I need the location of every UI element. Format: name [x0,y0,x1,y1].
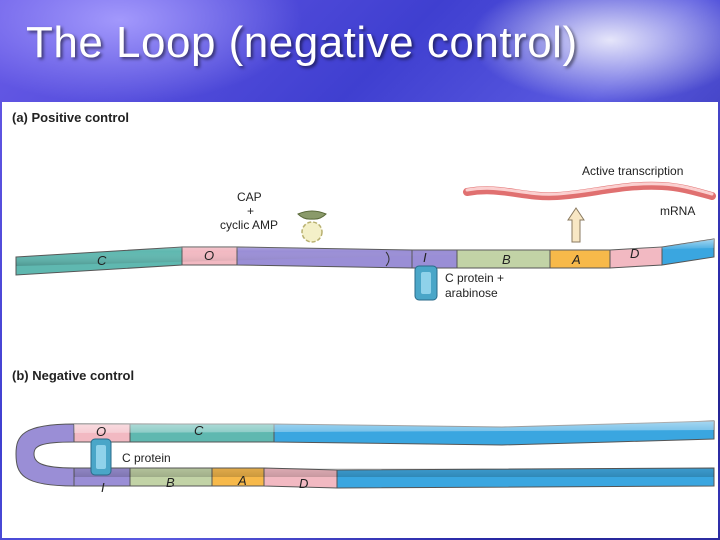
loop-gene-a-label: A [237,473,247,488]
c-protein-arabinose-label-2: arabinose [445,286,498,300]
mrna-strand [463,181,716,201]
mrna-label: mRNA [660,204,695,218]
diagram-panel: (a) Positive control C O I B A D CAP + c… [2,102,718,538]
loop-gene-b-label: B [166,475,175,490]
loop-gene-o-label: O [96,424,106,439]
active-transcription-label: Active transcription [582,164,683,178]
slide-title: The Loop (negative control) [26,18,578,67]
transcription-arrow-icon [567,207,585,243]
gene-c-label: C [97,253,107,268]
cap-protein-icon [297,210,327,243]
c-protein-arabinose-label-1: C protein + [445,271,504,285]
positive-dna-strand [15,238,715,276]
gene-o-label: O [204,248,214,263]
gene-d-label: D [630,246,639,261]
cap-label: CAP [237,190,262,204]
gene-b-label: B [502,252,511,267]
gene-a-label: A [571,252,581,267]
loop-gene-d-label: D [299,476,308,491]
c-protein-icon [414,265,438,301]
loop-gene-i-label: I [101,480,105,495]
operon-diagram: (a) Positive control C O I B A D CAP + c… [12,110,716,495]
loop-c-protein-icon [90,438,112,476]
gene-i-label: I [423,250,427,265]
negative-control-heading: (b) Negative control [12,368,134,383]
negative-dna-loop [15,420,715,489]
cap-plus-label: + [247,204,254,218]
cyclic-amp-label: cyclic AMP [220,218,278,232]
loop-bend [15,423,75,487]
positive-control-heading: (a) Positive control [12,110,129,125]
loop-gene-c-label: C [194,423,204,438]
loop-c-protein-label: C protein [122,451,171,465]
